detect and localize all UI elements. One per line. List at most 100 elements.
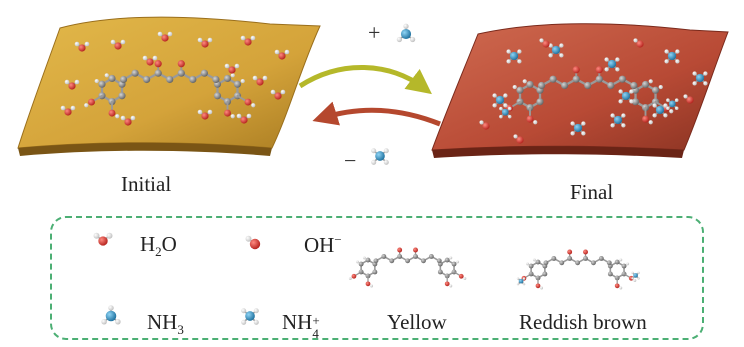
hydrogen-atom	[664, 59, 669, 64]
hydrogen-atom	[581, 121, 586, 126]
ammonium-ion	[506, 49, 522, 64]
ammonium-ion	[618, 89, 634, 104]
hydrogen-atom	[648, 120, 653, 125]
oxygen-atom	[256, 78, 264, 86]
carbon-atom	[551, 256, 557, 261]
hydrogen-atom	[658, 84, 663, 90]
hydrogen-atom	[674, 98, 679, 102]
carbon-atom	[358, 261, 364, 267]
carbon-atom	[389, 258, 395, 264]
hydrogen-atom	[252, 75, 258, 81]
carbon-atom	[428, 254, 434, 259]
hydrogen-atom	[246, 113, 252, 119]
carbon-atom	[543, 260, 549, 266]
carbon-atom	[542, 271, 548, 277]
initial-caption: Initial	[121, 172, 172, 196]
carbon-atom	[405, 258, 411, 264]
nitrogen-atom	[667, 51, 677, 61]
hydrogen-atom	[604, 57, 609, 62]
hydrogen-atom	[120, 39, 126, 45]
hydrogen-atom	[604, 67, 609, 72]
hydrogen-atom	[74, 79, 80, 85]
hydrogen-atom	[250, 35, 256, 41]
water-molecule	[93, 232, 113, 246]
carbon-atom	[618, 75, 626, 83]
carbon-atom	[365, 257, 371, 263]
legend-reddish-brown-label: Reddish brown	[519, 310, 647, 334]
hydrogen-atom	[703, 71, 708, 76]
oxygen-atom	[177, 60, 185, 68]
oxygen-atom	[224, 109, 231, 117]
oxygen-atom	[201, 112, 209, 120]
hydrogen-atom	[463, 277, 467, 280]
hydrogen-atom	[703, 81, 708, 86]
hydroxide-ion	[539, 38, 550, 48]
forward-arrow	[298, 65, 432, 95]
carbon-atom	[131, 69, 139, 77]
hydrogen-atom	[533, 120, 538, 125]
oxygen-atom	[244, 98, 252, 106]
hydrogen-atom	[245, 235, 252, 242]
hydrogen-atom	[559, 43, 564, 48]
minus-sign: −	[344, 148, 357, 173]
hydrogen-atom	[356, 260, 359, 264]
final-caption: Final	[570, 180, 614, 204]
ammonia-molecule	[101, 305, 121, 325]
ammonium-ion	[241, 308, 259, 325]
oxygen-atom	[458, 273, 464, 279]
carbon-atom	[420, 258, 426, 264]
hydrogen-atom	[615, 57, 620, 62]
carbon-atom	[614, 259, 620, 265]
water-molecule	[157, 31, 173, 42]
hydroxide-ion	[633, 38, 644, 48]
oxygen-atom	[516, 136, 524, 144]
hydrogen-atom	[669, 109, 674, 114]
initial-sheet	[17, 16, 321, 156]
water-molecule	[197, 109, 213, 120]
oxygen-atom	[413, 247, 418, 253]
final-sheet	[431, 23, 729, 158]
water-molecule	[120, 115, 136, 126]
carbon-atom	[98, 80, 106, 88]
oxygen-atom	[636, 40, 644, 48]
oxygen-atom	[124, 118, 132, 126]
carbon-atom	[436, 258, 442, 264]
hydrogen-atom	[456, 260, 460, 264]
carbon-atom	[437, 269, 443, 275]
oxygen-atom	[244, 38, 252, 46]
hydrogen-atom	[115, 318, 121, 325]
ammonium-ion	[492, 93, 508, 108]
carbon-atom	[373, 258, 379, 264]
oxygen-atom	[64, 108, 72, 116]
hydrogen-atom	[492, 93, 497, 98]
hydrogen-atom	[152, 55, 158, 61]
hydrogen-atom	[675, 59, 680, 64]
nitrogen-atom	[573, 123, 583, 133]
oxygen-atom	[614, 283, 620, 289]
hydrogen-atom	[581, 131, 586, 136]
carbon-atom	[212, 75, 220, 84]
carbon-atom	[567, 256, 573, 261]
oxygen-atom	[201, 40, 209, 48]
hydrogen-atom	[507, 106, 512, 111]
oxygen-atom	[482, 122, 490, 130]
nitrogen-atom	[501, 108, 509, 116]
hydrogen-atom	[674, 106, 679, 111]
carbon-atom	[595, 75, 603, 83]
oxygen-atom	[146, 58, 154, 66]
nitrogen-atom	[695, 73, 705, 83]
legend-ammonium-label: NH+4	[282, 310, 320, 341]
hydrogen-atom	[197, 37, 203, 43]
hydrogen-atom	[683, 94, 688, 99]
ammonium-ion	[610, 113, 626, 128]
hydrogen-atom	[383, 159, 389, 165]
carbon-atom	[200, 69, 208, 77]
legend-yellow-label: Yellow	[387, 310, 447, 334]
nitrogen-atom	[509, 51, 519, 61]
ammonia-molecule	[396, 23, 416, 43]
hydrogen-atom	[230, 73, 235, 78]
oxygen-atom	[274, 92, 282, 100]
hydrogen-atom	[224, 63, 230, 69]
hydrogen-atom	[512, 84, 517, 90]
